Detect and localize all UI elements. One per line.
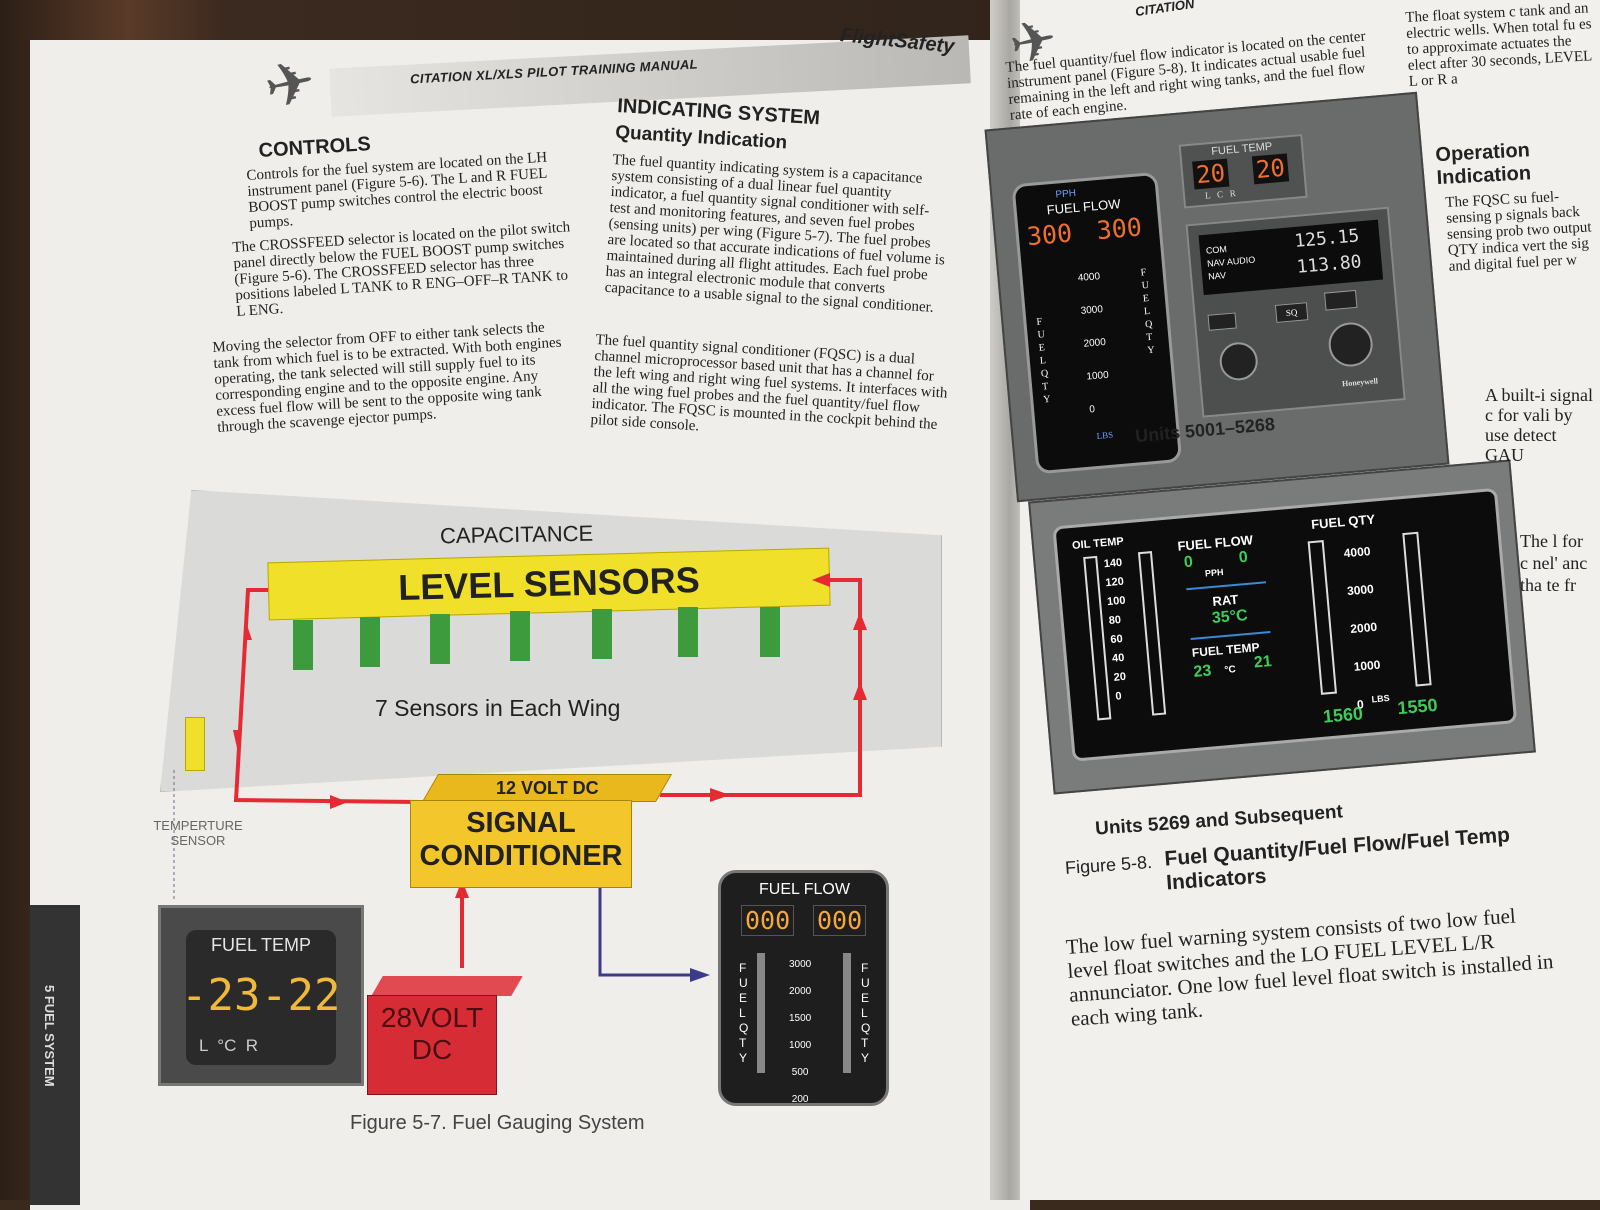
right-column-fragment: The l for c nel' anc tha te fr — [1520, 531, 1588, 595]
built-in-test-text: A built-i signal c for vali by use detec… — [1485, 385, 1593, 465]
figure-5-7-caption: Figure 5-7. Fuel Gauging System — [350, 1112, 645, 1134]
wing-diagram-area — [160, 490, 942, 792]
power-box-top — [371, 976, 523, 996]
fuel-qty-right-label: FUELQTY — [861, 961, 871, 1065]
fuel-qty-left-label: FUEL QTY — [1036, 316, 1052, 406]
level-sensor — [592, 609, 612, 659]
rat-value: 35°C — [1211, 606, 1249, 628]
level-sensor — [760, 607, 780, 657]
chapter-side-tab: 5 FUEL SYSTEM — [30, 905, 80, 1205]
fuel-temp-right-readout: -22 — [261, 970, 341, 1021]
power-line-2: DC — [411, 1034, 453, 1065]
oil-temp-label: OIL TEMP — [1071, 535, 1125, 552]
fuel-flow-right-value: 0 — [1238, 548, 1249, 567]
temperature-sensor-label: TEMPERTURE SENSOR — [153, 818, 243, 848]
sensors-note: 7 Sensors in Each Wing — [375, 695, 621, 721]
fuel-flow-right-readout: 000 — [813, 905, 867, 936]
conditioner-line-1: SIGNAL — [466, 807, 576, 839]
squelch-button[interactable]: SQ — [1274, 302, 1309, 323]
com-frequency: 125.15 — [1293, 225, 1361, 252]
fuel-temp-title: FUEL TEMP — [211, 935, 312, 955]
nav-frequency: 113.80 — [1295, 251, 1363, 278]
level-sensor — [510, 611, 530, 661]
oil-temp-right-bar — [1137, 551, 1167, 716]
fuel-flow-left-readout: 300 — [1025, 218, 1074, 252]
fuel-qty-left-value: 1560 — [1322, 703, 1364, 727]
operation-heading: Operation Indication — [1434, 139, 1532, 190]
fuel-temp-left-readout: 20 — [1192, 158, 1230, 190]
fuel-flow-title: FUEL FLOW — [759, 881, 850, 898]
fuel-temp-indicator: FUEL TEMP 20 20 L C R — [1178, 133, 1308, 209]
fuel-qty-right-bar — [843, 953, 851, 1073]
fuel-temp-left-readout: -23 — [181, 970, 261, 1021]
level-sensor — [293, 620, 313, 670]
level-sensor — [678, 607, 698, 657]
fuel-temp-gauge: FUEL TEMP -23 -22 L °C R — [158, 905, 364, 1086]
fuel-flow-left-value: 0 — [1183, 553, 1194, 572]
tuning-knob[interactable] — [1326, 320, 1375, 369]
fuel-qty-left-bar — [757, 953, 765, 1073]
fuel-qty-label: FUEL QTY — [1310, 511, 1376, 533]
fuel-temp-label: FUEL TEMP — [1191, 640, 1261, 660]
power-source-box: 28VOLT DC — [367, 995, 497, 1095]
temperature-sensor-probe — [185, 717, 205, 771]
conditioner-line-2: CONDITIONER — [419, 840, 623, 872]
nav-audio-button[interactable] — [1324, 289, 1358, 311]
fuel-temp-right-readout: 20 — [1251, 153, 1290, 185]
divider — [1190, 631, 1271, 640]
modes-knob[interactable] — [1218, 340, 1260, 382]
signal-wiring — [173, 573, 867, 982]
rat-label: RAT — [1211, 591, 1239, 609]
level-sensor — [360, 617, 380, 667]
float-system-text: The float system c tank and an electric … — [1405, 0, 1593, 90]
fuel-temp-left-value: 23 — [1192, 662, 1213, 681]
fuel-qty-left-bar — [1307, 540, 1338, 695]
level-sensor — [430, 614, 450, 664]
fuel-flow-left-readout: 000 — [741, 905, 795, 936]
fuel-qty-left-label: FUELQTY — [739, 961, 749, 1065]
fqsc-operation-text: The FQSC su fuel-sensing p signals back … — [1445, 189, 1592, 275]
fuel-qty-right-value: 1550 — [1396, 694, 1439, 719]
fuel-temp-right-value: 21 — [1253, 653, 1273, 672]
conditioner-voltage-label: 12 VOLT DC — [421, 774, 673, 802]
fuel-temp-units: L °C R — [199, 1036, 259, 1055]
fuel-flow-right-readout: 300 — [1095, 212, 1144, 246]
signal-conditioner-box: SIGNAL CONDITIONER — [410, 800, 632, 888]
fuel-qty-right-bar — [1402, 531, 1432, 687]
swap-button[interactable] — [1207, 312, 1237, 331]
power-line-1: 28VOLT — [380, 1002, 484, 1033]
fuel-qty-right-label: FUEL QTY — [1140, 267, 1156, 357]
honeywell-logo: Honeywell — [1341, 376, 1379, 389]
divider — [1186, 581, 1267, 591]
